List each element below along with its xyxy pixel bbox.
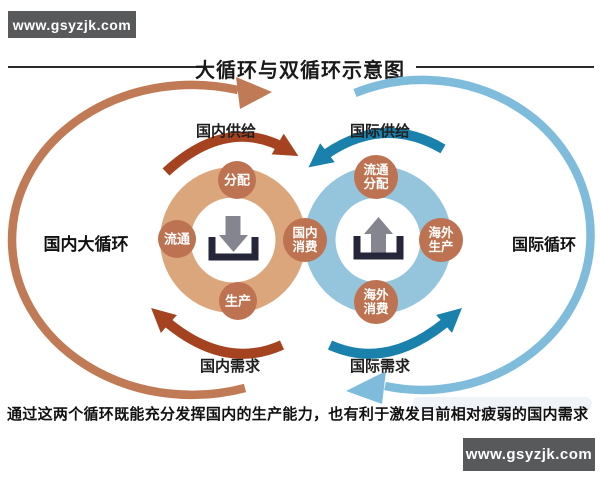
domestic-demand-arrow (151, 307, 285, 359)
international-loop-arc (353, 75, 595, 395)
node-overseas-consumption: 海外 消费 (354, 280, 398, 324)
title-divider-left (8, 66, 204, 68)
svg-text:分配: 分配 (363, 176, 389, 191)
svg-text:生产: 生产 (225, 294, 251, 309)
title-divider-right (416, 66, 594, 68)
caption: 通过这两个循环既能充分发挥国内的生产能力，也有利于激发目前相对疲弱的国内需求 (7, 406, 589, 423)
site-watermark-top-left: www.gsyzjk.com (8, 11, 136, 38)
domestic-loop-arrowhead-icon (236, 77, 272, 109)
label-domestic-supply: 国内供给 (196, 122, 256, 140)
node-production: 生产 (219, 282, 257, 320)
svg-text:海外: 海外 (428, 225, 454, 240)
upload-icon (353, 217, 404, 260)
label-domestic-loop: 国内大循环 (44, 234, 129, 254)
node-distribution: 分配 (218, 161, 256, 199)
svg-text:流通: 流通 (164, 232, 190, 247)
label-domestic-demand: 国内需求 (200, 357, 261, 375)
site-url-top: www.gsyzjk.com (12, 16, 132, 33)
international-demand-arrow (327, 308, 462, 359)
svg-text:流通: 流通 (363, 162, 389, 177)
svg-text:分配: 分配 (224, 173, 250, 188)
site-watermark-bottom-right: www.gsyzjk.com (463, 438, 595, 471)
page-title: 大循环与双循环示意图 (195, 60, 405, 82)
node-domestic-consumption: 国内 消费 (283, 218, 327, 262)
international-supply-arrow (308, 127, 446, 168)
label-international-loop: 国际循环 (512, 235, 576, 254)
svg-text:国内: 国内 (292, 225, 317, 240)
domestic-supply-arrow (162, 131, 299, 176)
international-loop-arrowhead-icon (346, 371, 386, 404)
label-international-supply: 国际供给 (350, 122, 410, 140)
svg-text:消费: 消费 (292, 239, 318, 254)
svg-text:生产: 生产 (428, 239, 453, 254)
node-circulation-distribution: 流通 分配 (354, 155, 398, 199)
node-overseas-production: 海外 生产 (419, 218, 463, 262)
svg-text:海外: 海外 (363, 287, 389, 302)
node-circulation: 流通 (158, 220, 196, 258)
label-international-demand: 国际需求 (350, 357, 411, 375)
domestic-loop-arc (7, 80, 247, 400)
download-icon (208, 216, 259, 261)
svg-text:消费: 消费 (363, 301, 389, 316)
site-url-bottom: www.gsyzjk.com (465, 446, 593, 463)
faint-watermark (412, 397, 592, 411)
